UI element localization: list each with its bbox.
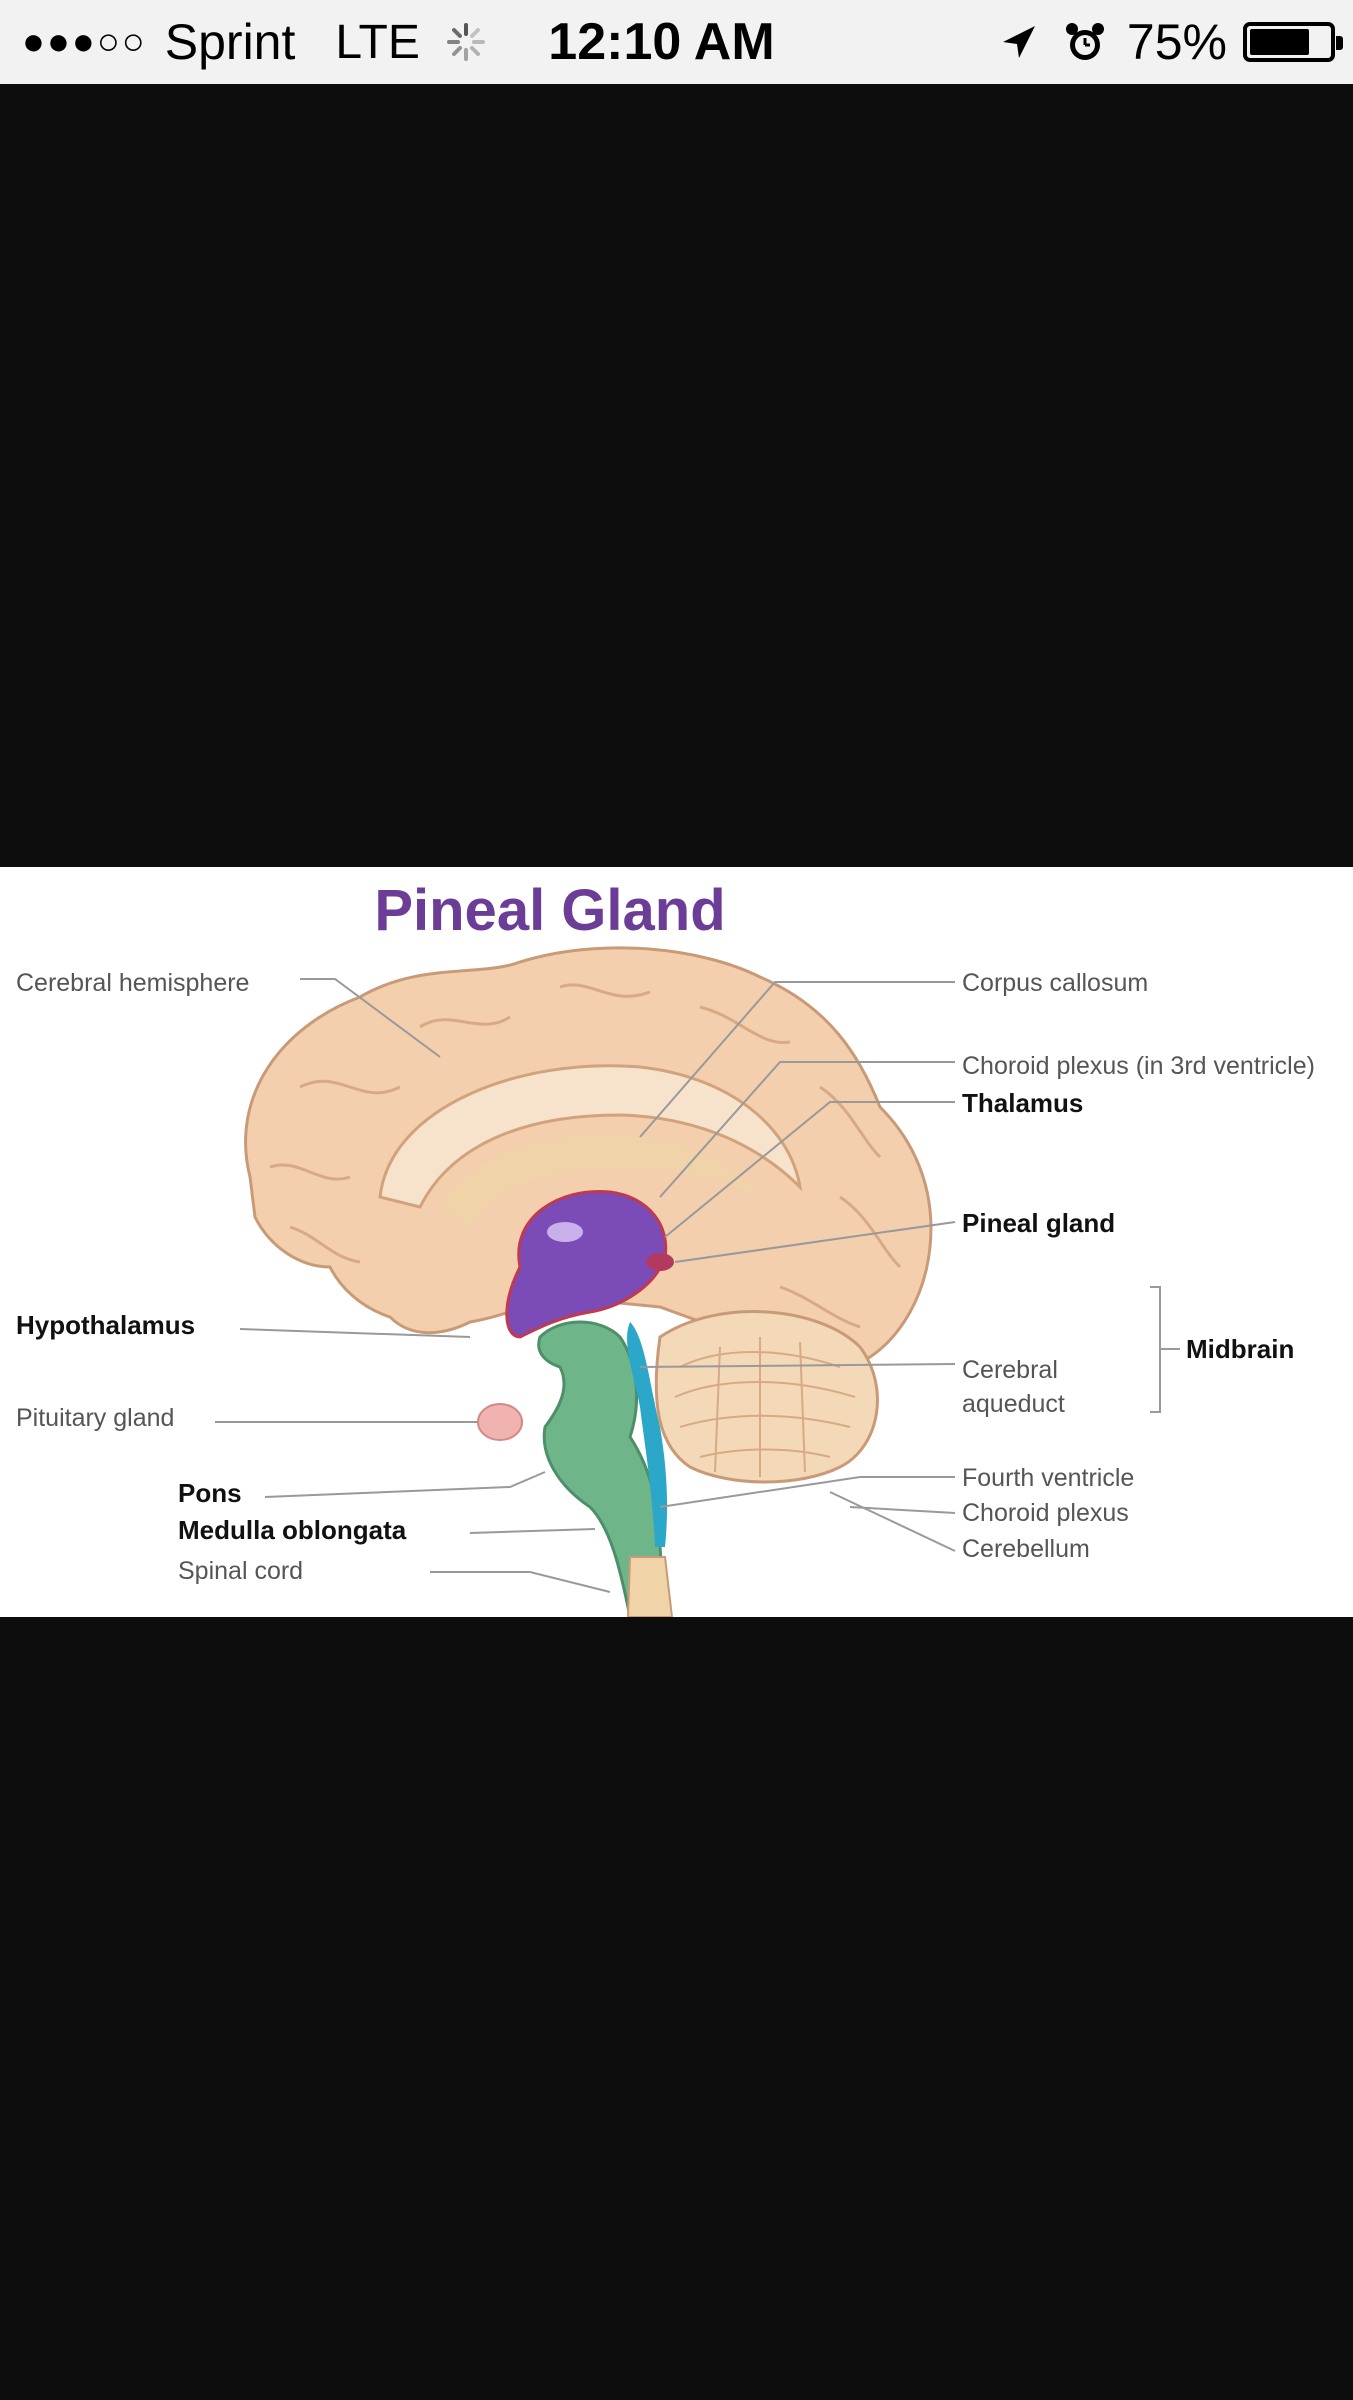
signal-strength-icon: ●●●○○ — [22, 21, 147, 64]
image-viewer-background-top[interactable] — [0, 84, 1353, 867]
battery-tip — [1336, 36, 1343, 50]
label-pituitary-gland: Pituitary gland — [16, 1402, 174, 1435]
label-choroid-plexus-3rd-ventricle: Choroid plexus (in 3rd ventricle) — [962, 1050, 1315, 1083]
label-fourth-ventricle: Fourth ventricle — [962, 1462, 1134, 1495]
label-cerebral-aqueduct-line2: aqueduct — [962, 1388, 1065, 1421]
label-midbrain: Midbrain — [1186, 1333, 1294, 1367]
pineal-gland-shape — [646, 1253, 674, 1271]
label-thalamus: Thalamus — [962, 1087, 1083, 1121]
status-bar: ●●●○○ Sprint LTE 12:10 AM — [0, 0, 1353, 84]
pituitary-shape — [478, 1404, 522, 1440]
activity-spinner-icon — [446, 22, 486, 62]
spinal-cord-shape — [628, 1557, 672, 1617]
battery-icon — [1243, 22, 1335, 62]
cerebellum-shape — [656, 1312, 877, 1482]
battery-percentage: 75% — [1127, 13, 1227, 71]
image-viewer-background-bottom[interactable] — [0, 1617, 1353, 2400]
battery-fill — [1250, 29, 1309, 55]
label-spinal-cord: Spinal cord — [178, 1555, 303, 1588]
location-arrow-icon — [999, 22, 1039, 62]
network-type: LTE — [335, 15, 419, 70]
label-choroid-plexus: Choroid plexus — [962, 1497, 1129, 1530]
brain-diagram-image[interactable]: Pineal Gland Cerebral hemisphere Hypotha… — [0, 867, 1353, 1617]
status-right: 75% — [999, 0, 1335, 84]
label-cerebral-hemisphere: Cerebral hemisphere — [16, 967, 249, 1000]
label-cerebral-aqueduct-line1: Cerebral — [962, 1354, 1058, 1387]
label-pons: Pons — [178, 1477, 242, 1511]
label-pineal-gland: Pineal gland — [962, 1207, 1115, 1241]
diagram-title: Pineal Gland — [0, 877, 1100, 944]
label-hypothalamus: Hypothalamus — [16, 1309, 195, 1343]
status-left: ●●●○○ Sprint LTE — [22, 0, 486, 84]
label-corpus-callosum: Corpus callosum — [962, 967, 1148, 1000]
clock-time: 12:10 AM — [548, 12, 774, 72]
carrier-name: Sprint — [165, 13, 296, 71]
alarm-clock-icon — [1063, 20, 1107, 64]
thalamus-highlight — [547, 1222, 583, 1242]
label-medulla-oblongata: Medulla oblongata — [178, 1514, 406, 1548]
label-cerebellum: Cerebellum — [962, 1533, 1090, 1566]
